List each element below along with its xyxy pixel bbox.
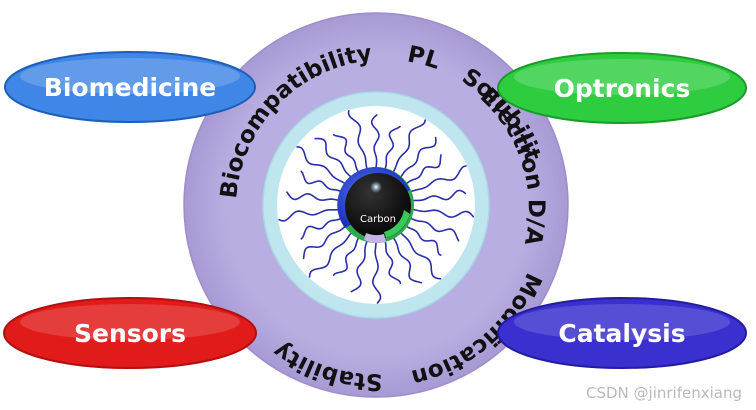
surface-chain <box>404 154 442 186</box>
surface-chain <box>399 136 437 179</box>
surface-chain <box>392 236 422 284</box>
application-label-biomedicine: Biomedicine <box>44 73 216 102</box>
application-label-sensors: Sensors <box>74 319 186 348</box>
core-highlight <box>370 181 382 193</box>
surface-chain <box>314 137 353 179</box>
surface-chain <box>383 125 401 171</box>
surface-chain <box>372 240 382 304</box>
carbon-core: Carbon <box>337 167 414 243</box>
surface-chain <box>399 231 442 280</box>
core-label: Carbon <box>360 214 396 225</box>
inner-ring-edge <box>262 91 490 319</box>
surface-chain <box>332 134 360 174</box>
surface-chain <box>302 224 348 260</box>
application-label-optronics: Optronics <box>554 74 691 103</box>
surface-chain <box>404 224 442 256</box>
surface-chain <box>408 165 467 193</box>
application-sensors: Sensors <box>3 297 257 369</box>
application-optronics: Optronics <box>497 52 747 124</box>
surface-chain <box>383 239 402 285</box>
surface-chain <box>300 170 344 194</box>
surface-chain <box>286 191 342 202</box>
surface-chain <box>410 208 475 219</box>
surface-chain <box>332 236 361 276</box>
surface-chain <box>370 114 380 170</box>
surface-chain <box>308 231 353 278</box>
surface-chain <box>350 239 369 293</box>
surface-chain <box>296 146 348 186</box>
surface-chain <box>278 208 342 222</box>
surface-chain <box>300 217 344 240</box>
application-label-catalysis: Catalysis <box>558 319 685 348</box>
watermark: CSDN @jinrifenxiang <box>586 384 742 402</box>
surface-chains <box>278 110 475 304</box>
application-catalysis: Catalysis <box>497 297 747 369</box>
application-biomedicine: Biomedicine <box>4 51 256 123</box>
surface-chain <box>408 216 460 242</box>
surface-chain <box>391 119 426 174</box>
surface-chain <box>410 189 467 202</box>
surface-chain <box>347 110 369 171</box>
